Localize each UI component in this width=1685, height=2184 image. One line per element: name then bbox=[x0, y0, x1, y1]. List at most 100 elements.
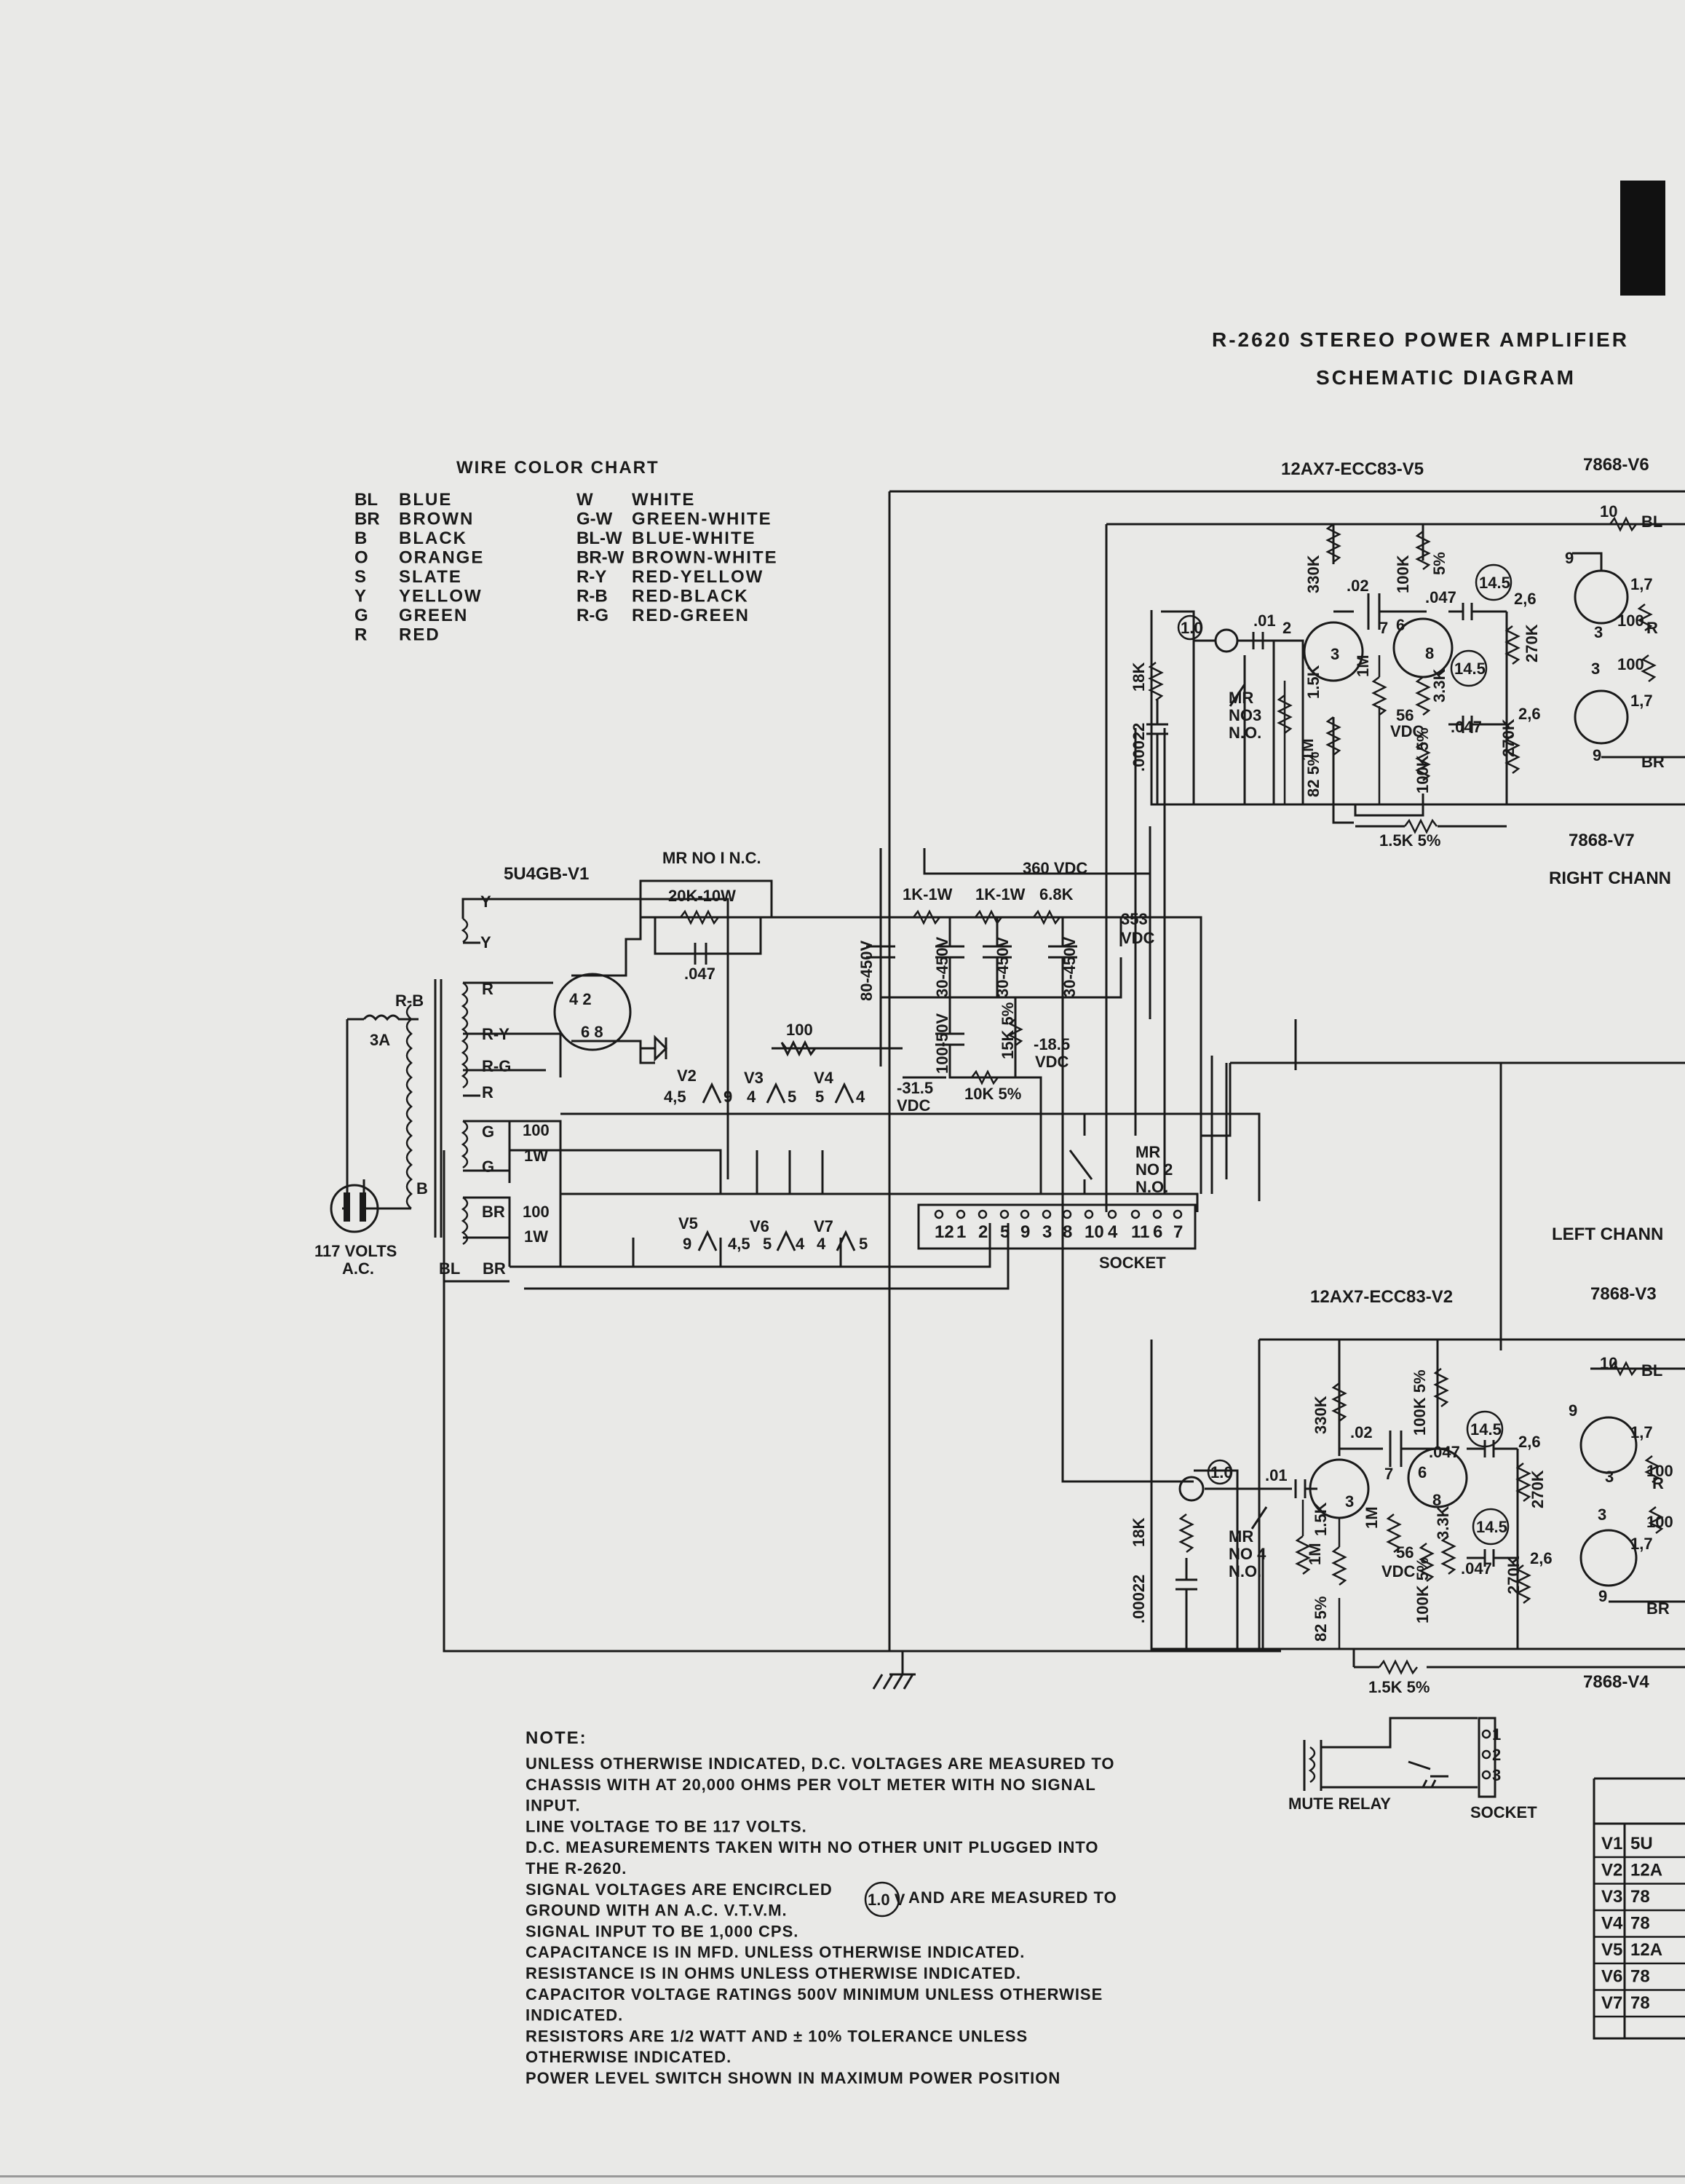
socket-pin-label: 8 bbox=[1063, 1222, 1072, 1242]
socket-pin-label: 5 bbox=[1000, 1222, 1010, 1242]
rc-mr3-c: N.O. bbox=[1229, 724, 1261, 742]
lead-bl: BL bbox=[439, 1259, 460, 1278]
socket-pin-terminal bbox=[978, 1209, 988, 1219]
socket-pin-label: 2 bbox=[978, 1222, 988, 1242]
wire-code: R-B bbox=[576, 587, 608, 606]
heater-v2-pin2: 9 bbox=[723, 1088, 732, 1106]
note-line: RESISTORS ARE 1/2 WATT AND ± 10% TOLERAN… bbox=[526, 2027, 1028, 2045]
rc-res-100k-5: 100K 5% bbox=[1414, 727, 1432, 794]
res-1k-b-label: 1K-1W bbox=[975, 885, 1026, 903]
lc-pin-3-c: 3 bbox=[1345, 1492, 1354, 1511]
tube-table-id: V7 bbox=[1601, 1993, 1622, 2013]
note-line: RESISTANCE IS IN OHMS UNLESS OTHERWISE I… bbox=[526, 1964, 1021, 1982]
line-voltage-unit: A.C. bbox=[342, 1259, 374, 1278]
rc-res-82: 82 5% bbox=[1304, 752, 1323, 797]
socket-pin-terminal bbox=[999, 1209, 1010, 1219]
lc-cap-02: .02 bbox=[1350, 1423, 1373, 1441]
socket-pin-label: 7 bbox=[1173, 1222, 1183, 1242]
lead-r-b: R-B bbox=[395, 992, 424, 1010]
note-line: UNLESS OTHERWISE INDICATED, D.C. VOLTAGE… bbox=[526, 1754, 1115, 1773]
line-voltage-label: 117 VOLTS bbox=[314, 1242, 397, 1260]
vdc-neg-18-5-unit: VDC bbox=[1035, 1053, 1069, 1071]
tube-table-type: 78 bbox=[1630, 1887, 1650, 1907]
rc-cap-047b: .047 bbox=[1451, 718, 1482, 736]
wire-code: BL-W bbox=[576, 529, 622, 548]
wire-code: G bbox=[354, 606, 368, 625]
mute-pin-2: 2 bbox=[1492, 1746, 1501, 1764]
lead-br-1: BR bbox=[482, 1203, 505, 1221]
wire-color: BROWN bbox=[399, 510, 474, 529]
rc-mr3-b: NO3 bbox=[1229, 706, 1261, 724]
rc-pin-7: 7 bbox=[1379, 619, 1388, 637]
lc-signal-b: 14.5 bbox=[1476, 1518, 1507, 1536]
rc-pin-3-a: 3 bbox=[1594, 623, 1603, 641]
wire-color: SLATE bbox=[399, 567, 462, 587]
vdc-neg-31-5-unit: VDC bbox=[897, 1096, 931, 1115]
lc-mr4-c: N.O. bbox=[1229, 1562, 1261, 1580]
lc-pins-2-6-a: 2,6 bbox=[1518, 1433, 1541, 1451]
tube-table-type: 12A bbox=[1630, 1861, 1662, 1880]
rc-res-330k: 330K bbox=[1304, 555, 1323, 593]
title-line2: SCHEMATIC DIAGRAM bbox=[1316, 366, 1576, 389]
tube-label-v4: 7868-V4 bbox=[1583, 1672, 1649, 1692]
lc-pin-7: 7 bbox=[1384, 1465, 1393, 1483]
transformer-lead-labels: Y Y R-B R R-Y R-G R G G B BR BL BR bbox=[395, 893, 511, 1278]
notes-circled-example: 1.0 V bbox=[868, 1891, 905, 1909]
wire-code: R-Y bbox=[576, 567, 606, 587]
cap-100-50-label: 100-50V bbox=[933, 1013, 951, 1074]
power-socket-label: SOCKET bbox=[1099, 1254, 1166, 1272]
mr1-label: MR NO I N.C. bbox=[662, 849, 761, 867]
wire-color: GREEN-WHITE bbox=[632, 510, 772, 529]
rc-pin-3-c: 3 bbox=[1331, 645, 1339, 663]
note-line: INPUT. bbox=[526, 1797, 581, 1815]
socket-pin-label: 1 bbox=[956, 1222, 966, 1242]
note-line: THE R-2620. bbox=[526, 1859, 627, 1878]
tube-table-type: 5U bbox=[1630, 1834, 1653, 1853]
wire-color: ORANGE bbox=[399, 548, 484, 568]
res-15k-label: 15K 5% bbox=[999, 1002, 1017, 1059]
socket-pin-label: 12 bbox=[935, 1222, 954, 1242]
mute-relay: MUTE RELAY SOCKET 1 2 3 bbox=[1288, 1725, 1537, 1821]
rc-res-1m-a: 1M bbox=[1299, 738, 1317, 761]
power-supply-labels: MR NO I N.C. 20K-10W .047 360 VDC 1K-1W … bbox=[314, 849, 1183, 1278]
heater-v6-pin2: 4 bbox=[796, 1235, 805, 1253]
mr2-label-a: MR bbox=[1135, 1143, 1160, 1161]
rc-res-10: 10 bbox=[1600, 502, 1617, 521]
tube-label-v6: 7868-V6 bbox=[1583, 455, 1649, 475]
wire-code: Y bbox=[354, 587, 366, 606]
rect-pins-top: 4 2 bbox=[569, 990, 592, 1008]
tube-table-type: 78 bbox=[1630, 1914, 1650, 1934]
lead-g-2: G bbox=[482, 1158, 494, 1176]
rc-lead-bl: BL bbox=[1641, 513, 1662, 531]
rc-res-1-5k-5: 1.5K 5% bbox=[1379, 831, 1440, 850]
notes-line7-tail: AND ARE MEASURED TO bbox=[908, 1888, 1117, 1907]
fuse-label: 3A bbox=[370, 1031, 390, 1049]
cap-047-label: .047 bbox=[684, 965, 715, 983]
lead-r-y: R-Y bbox=[482, 1025, 510, 1043]
heater-v4-pin2: 4 bbox=[856, 1088, 865, 1106]
lc-res-100k: 100K 5% bbox=[1411, 1369, 1429, 1436]
rc-res-18k: 18K bbox=[1130, 662, 1148, 692]
wire-code: R bbox=[354, 625, 367, 645]
rc-res-1m-b: 1M bbox=[1354, 654, 1372, 677]
lc-lead-br: BR bbox=[1646, 1599, 1670, 1618]
res-6-8k-label: 6.8K bbox=[1039, 885, 1074, 903]
lc-pin-1-7-b: 1,7 bbox=[1630, 1535, 1653, 1553]
lead-b: B bbox=[416, 1179, 428, 1198]
res-100-a-label: 100 bbox=[523, 1121, 550, 1139]
right-channel-label: RIGHT CHANN bbox=[1549, 869, 1671, 888]
wire-code: R-G bbox=[576, 606, 608, 625]
rc-pin-1-7-a: 1,7 bbox=[1630, 575, 1653, 593]
res-100-label: 100 bbox=[786, 1021, 813, 1039]
rc-pins-2-6-b: 2,6 bbox=[1518, 705, 1541, 723]
rc-pin-8: 8 bbox=[1425, 644, 1434, 662]
note-line: GROUND WITH AN A.C. V.T.V.M. bbox=[526, 1902, 788, 1920]
lc-pin-3-b: 3 bbox=[1598, 1506, 1606, 1524]
rc-pin-1-7-b: 1,7 bbox=[1630, 692, 1653, 710]
socket-pin-terminal bbox=[1062, 1209, 1072, 1219]
lc-lead-bl: BL bbox=[1641, 1361, 1662, 1380]
heater-v3-pin2: 5 bbox=[788, 1088, 796, 1106]
vdc-360-label: 360 VDC bbox=[1023, 859, 1087, 877]
